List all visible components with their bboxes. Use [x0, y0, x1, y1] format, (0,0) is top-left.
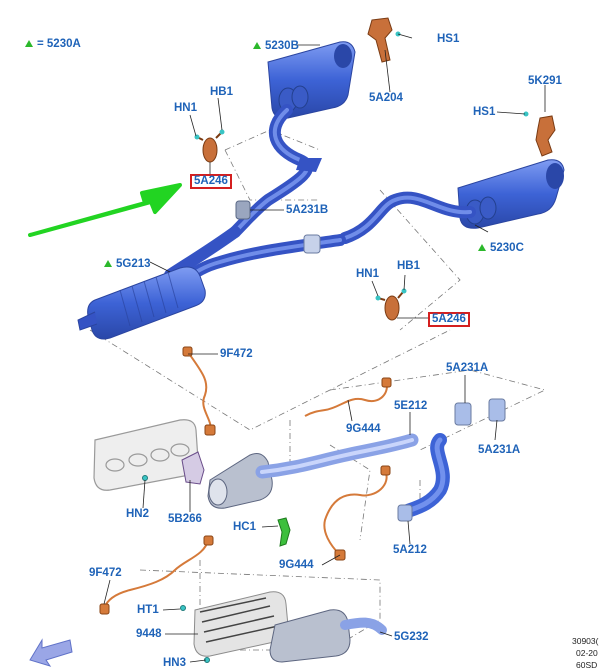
label-hn1-top: HN1	[174, 102, 198, 114]
green-triangle-icon	[104, 260, 112, 267]
label-9g444-top: 9G444	[346, 423, 381, 435]
pipe-5a212	[397, 433, 450, 522]
label-5230b: 5230B	[253, 40, 299, 53]
right-intermediate-pipe	[339, 191, 476, 244]
label-hc1: HC1	[233, 521, 257, 533]
bracket-5a204	[367, 17, 401, 63]
label-5e212: 5E212	[394, 400, 428, 412]
label-hn2: HN2	[126, 508, 150, 520]
exhaust-manifold	[93, 419, 199, 491]
label-5a231b: 5A231B	[286, 204, 329, 216]
label-9g444-bot: 9G444	[279, 559, 314, 571]
green-arrow-icon	[28, 183, 182, 237]
label-5a204: 5A204	[369, 92, 403, 104]
label-5a231a-mid: 5A231A	[478, 444, 521, 456]
green-triangle-icon	[478, 244, 486, 251]
label-5k291: 5K291	[528, 75, 562, 87]
clamp-5a231b	[235, 200, 321, 254]
label-hs1-top: HS1	[437, 33, 460, 45]
nav-arrow-icon	[29, 638, 73, 667]
label-hb1-mid: HB1	[397, 260, 421, 272]
catalytic-converter-5e212	[207, 433, 419, 509]
label-5a212: 5A212	[393, 544, 427, 556]
muffler-5230c	[457, 159, 565, 229]
green-triangle-icon	[253, 42, 261, 49]
hanger-mid	[375, 288, 407, 321]
oxygen-sensors	[103, 351, 388, 609]
label-9448: 9448	[136, 628, 162, 640]
resonator-5g213	[77, 266, 206, 340]
reference-line-3: 60SD	[576, 660, 598, 670]
label-5a246-mid: 5A246	[428, 312, 470, 327]
label-hb1-top: HB1	[210, 86, 234, 98]
label-hs1-right: HS1	[473, 106, 496, 118]
label-5230c: 5230C	[478, 242, 524, 255]
label-5a231a-top: 5A231A	[446, 362, 489, 374]
gasket-5b266	[181, 451, 205, 485]
reference-line-2: 02-20	[576, 648, 598, 658]
muffler-5230b	[267, 41, 356, 119]
label-5g232: 5G232	[394, 631, 429, 643]
bracket-5k291	[523, 111, 556, 157]
label-9f472-bot: 9F472	[89, 567, 122, 579]
label-hn3: HN3	[163, 657, 187, 669]
pointer-lines	[103, 33, 546, 663]
label-5b266: 5B266	[168, 513, 202, 525]
converter-5g232	[269, 609, 387, 663]
label-9f472-top: 9F472	[220, 348, 253, 360]
label-hn1-mid: HN1	[356, 268, 380, 280]
hanger-top-left	[194, 129, 225, 163]
label-ht1: HT1	[137, 604, 159, 616]
clamps-5a231a	[454, 398, 506, 426]
reference-line-1: 30903(	[572, 636, 599, 646]
legend: = 5230A	[25, 38, 81, 51]
clip-hc1	[277, 517, 291, 547]
label-5a246-top: 5A246	[190, 174, 232, 189]
label-5g213: 5G213	[104, 258, 151, 271]
green-triangle-icon	[25, 40, 33, 47]
